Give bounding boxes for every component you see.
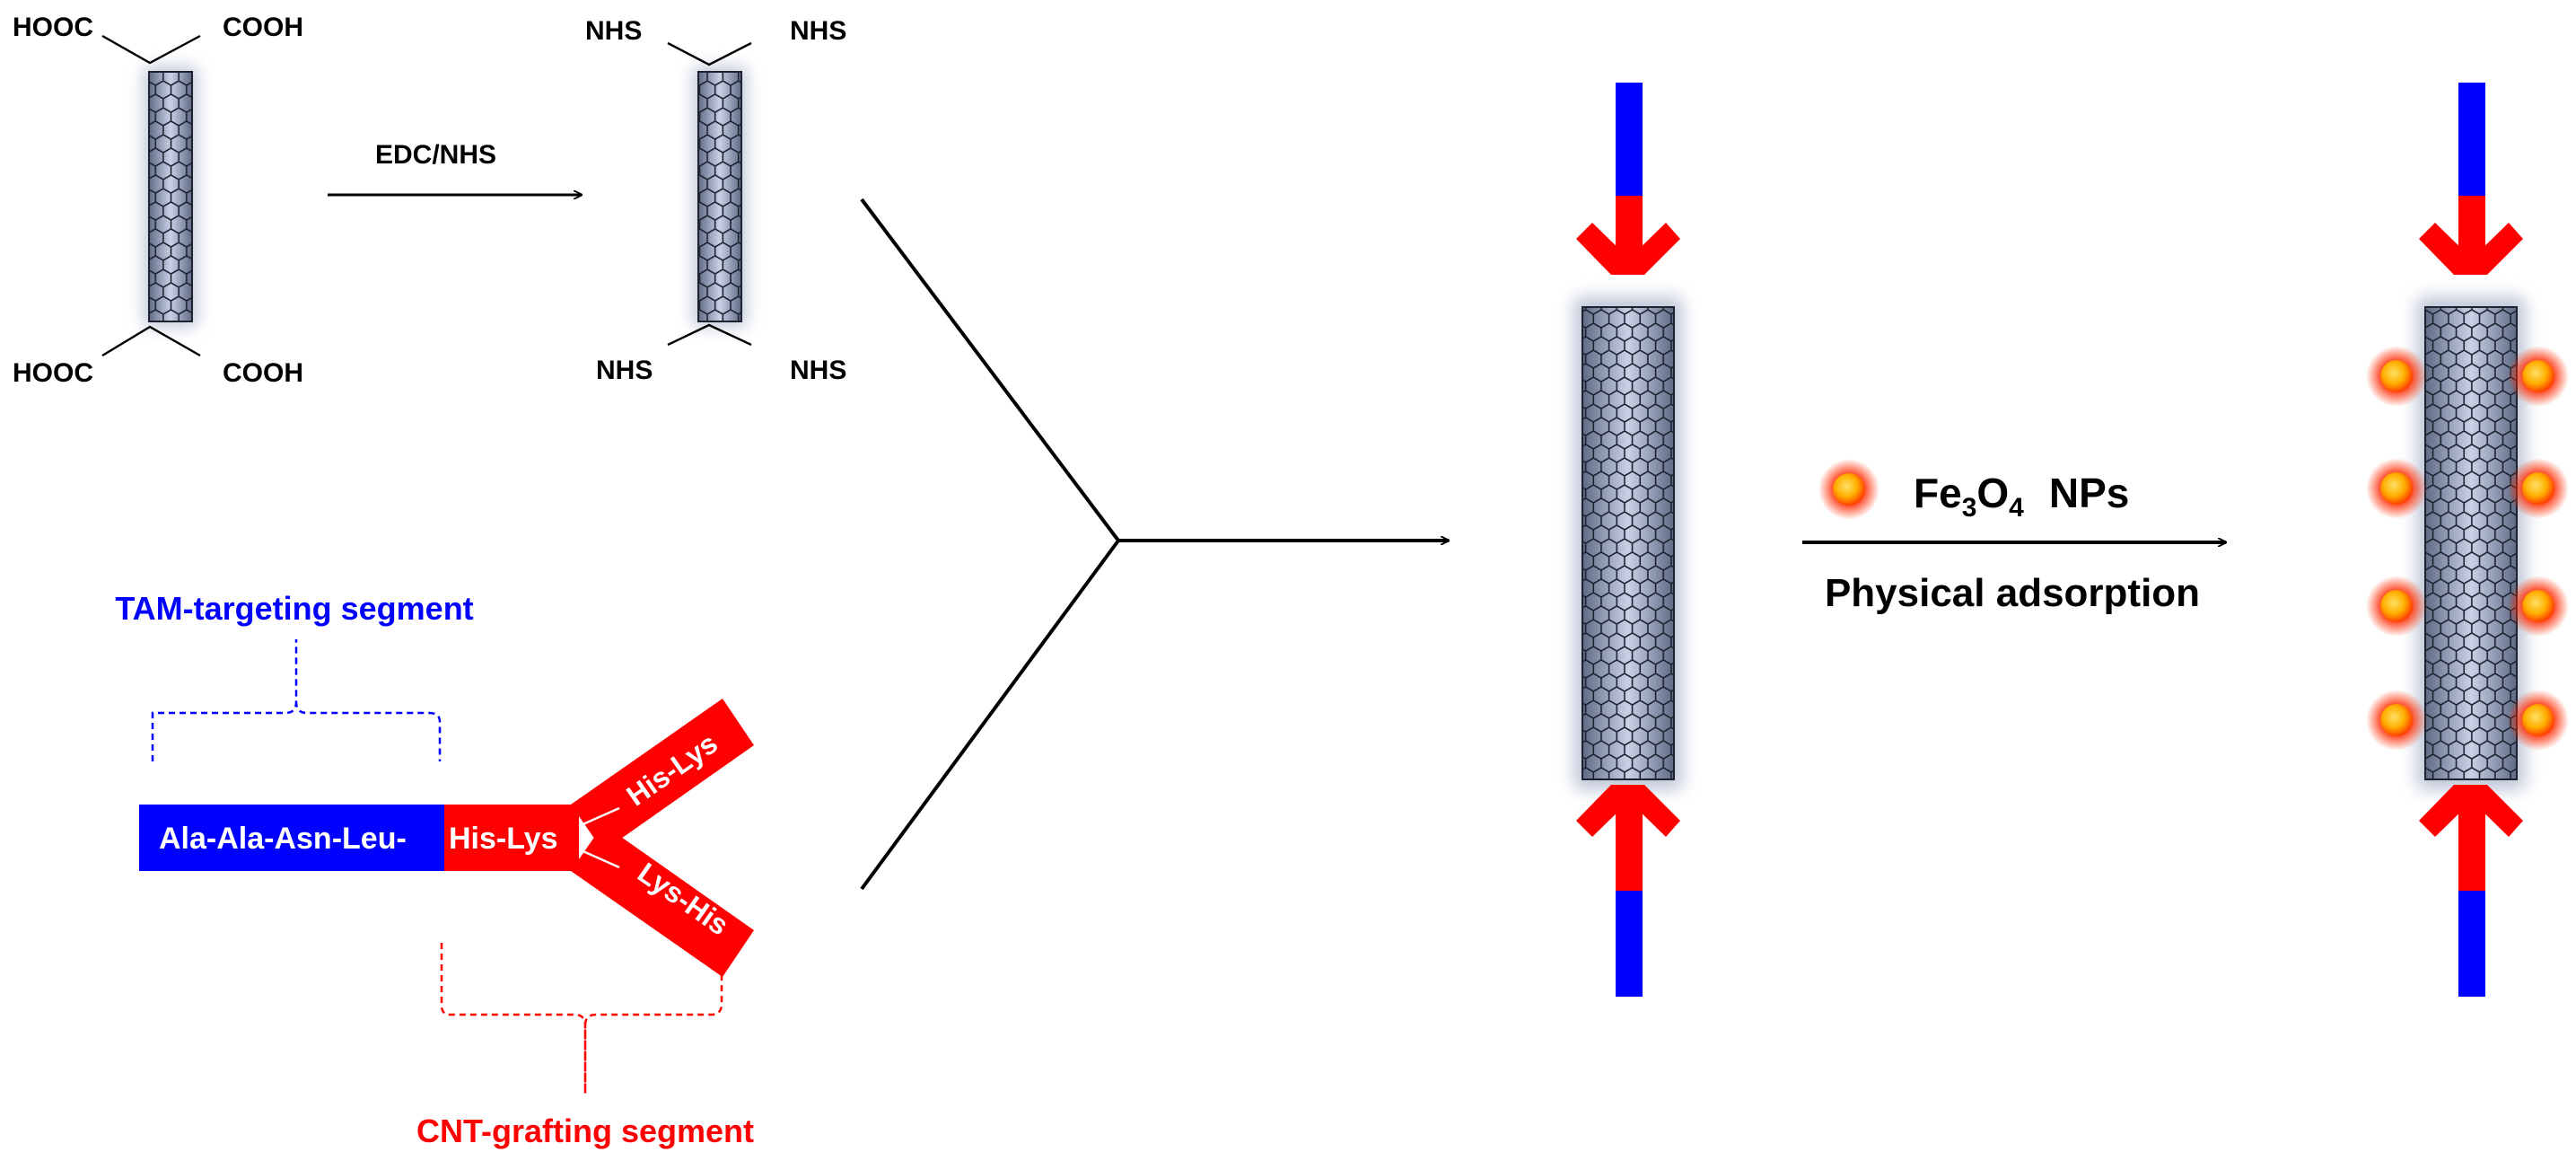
convergence-arrow [860, 198, 1449, 891]
sequence-blue: Ala-Ala-Asn-Leu- [159, 822, 407, 856]
cnt-tube [2416, 296, 2526, 790]
group-cooh-top-left: HOOC [13, 13, 93, 42]
blue-tail-top [1616, 83, 1643, 198]
bond-bottom [101, 325, 201, 357]
grafting-segment-bar [444, 805, 579, 871]
nanoparticle [2366, 346, 2427, 407]
red-stem-bottom [1616, 801, 1643, 893]
nanoparticle [2508, 346, 2569, 407]
group-cooh-bottom-left: HOOC [13, 358, 93, 388]
group-nhs-top-left: NHS [585, 16, 642, 46]
blue-tail-bottom [2458, 891, 2485, 997]
peptide-grafted-cnt [1573, 83, 1683, 997]
red-stem-top [1616, 196, 1643, 259]
edc-nhs-step: EDC/NHS [328, 140, 582, 195]
peptide: TAM-targeting segment Ala-Ala-Asn-Leu- H… [115, 590, 754, 1149]
group-cooh-bottom-right: COOH [223, 358, 303, 388]
branch-upper [571, 699, 754, 851]
cnt-tube [693, 66, 747, 327]
cooh-cnt: HOOC COOH HOOC COOH [13, 13, 303, 388]
grafting-segment-label: CNT-grafting segment [416, 1113, 754, 1149]
nanoparticle [2366, 576, 2427, 637]
branch-bond-upper [578, 806, 620, 828]
bond-bottom [667, 323, 752, 347]
np-loaded-cnt [2366, 83, 2569, 997]
method-label: Physical adsorption [1825, 571, 2200, 615]
cnt-tube [1573, 296, 1683, 790]
cnt-tube [144, 66, 197, 327]
group-nhs-top-right: NHS [790, 16, 846, 46]
nanoparticle [2508, 690, 2569, 751]
bond-top [101, 34, 201, 65]
nanoparticle-legend-icon [1818, 459, 1879, 520]
branch-bond-lower [578, 848, 620, 869]
grafting-bracket [440, 943, 723, 1094]
targeting-segment-label: TAM-targeting segment [115, 590, 473, 627]
group-nhs-bottom-right: NHS [790, 356, 846, 385]
y-branch-bottom [1576, 785, 1680, 837]
reagent-label: EDC/NHS [375, 140, 496, 170]
bond-top [667, 41, 752, 66]
y-branch-top [2419, 223, 2523, 275]
red-stem-top [2458, 196, 2485, 259]
branch-lower [571, 824, 754, 977]
nhs-cnt: NHS NHS NHS NHS [585, 16, 846, 385]
nanoparticle [2508, 458, 2569, 519]
y-branch-bottom [2419, 785, 2523, 837]
nanoparticle [2366, 690, 2427, 751]
converge-line-upper [860, 198, 1120, 542]
nanoparticle [2508, 576, 2569, 637]
converge-line-lower [860, 539, 1120, 891]
sequence-red: His-Lys [449, 822, 558, 856]
targeting-segment-bar [139, 805, 444, 871]
red-stem-bottom [2458, 801, 2485, 893]
nanoparticle [2366, 458, 2427, 519]
y-branch-top [1576, 223, 1680, 275]
peptide-chain: Ala-Ala-Asn-Leu- His-Lys His-Lys Lys-His [139, 699, 754, 977]
group-cooh-top-right: COOH [223, 13, 303, 42]
blue-tail-bottom [1616, 891, 1643, 997]
blue-tail-top [2458, 83, 2485, 198]
targeting-bracket [151, 639, 442, 761]
group-nhs-bottom-left: NHS [596, 356, 653, 385]
